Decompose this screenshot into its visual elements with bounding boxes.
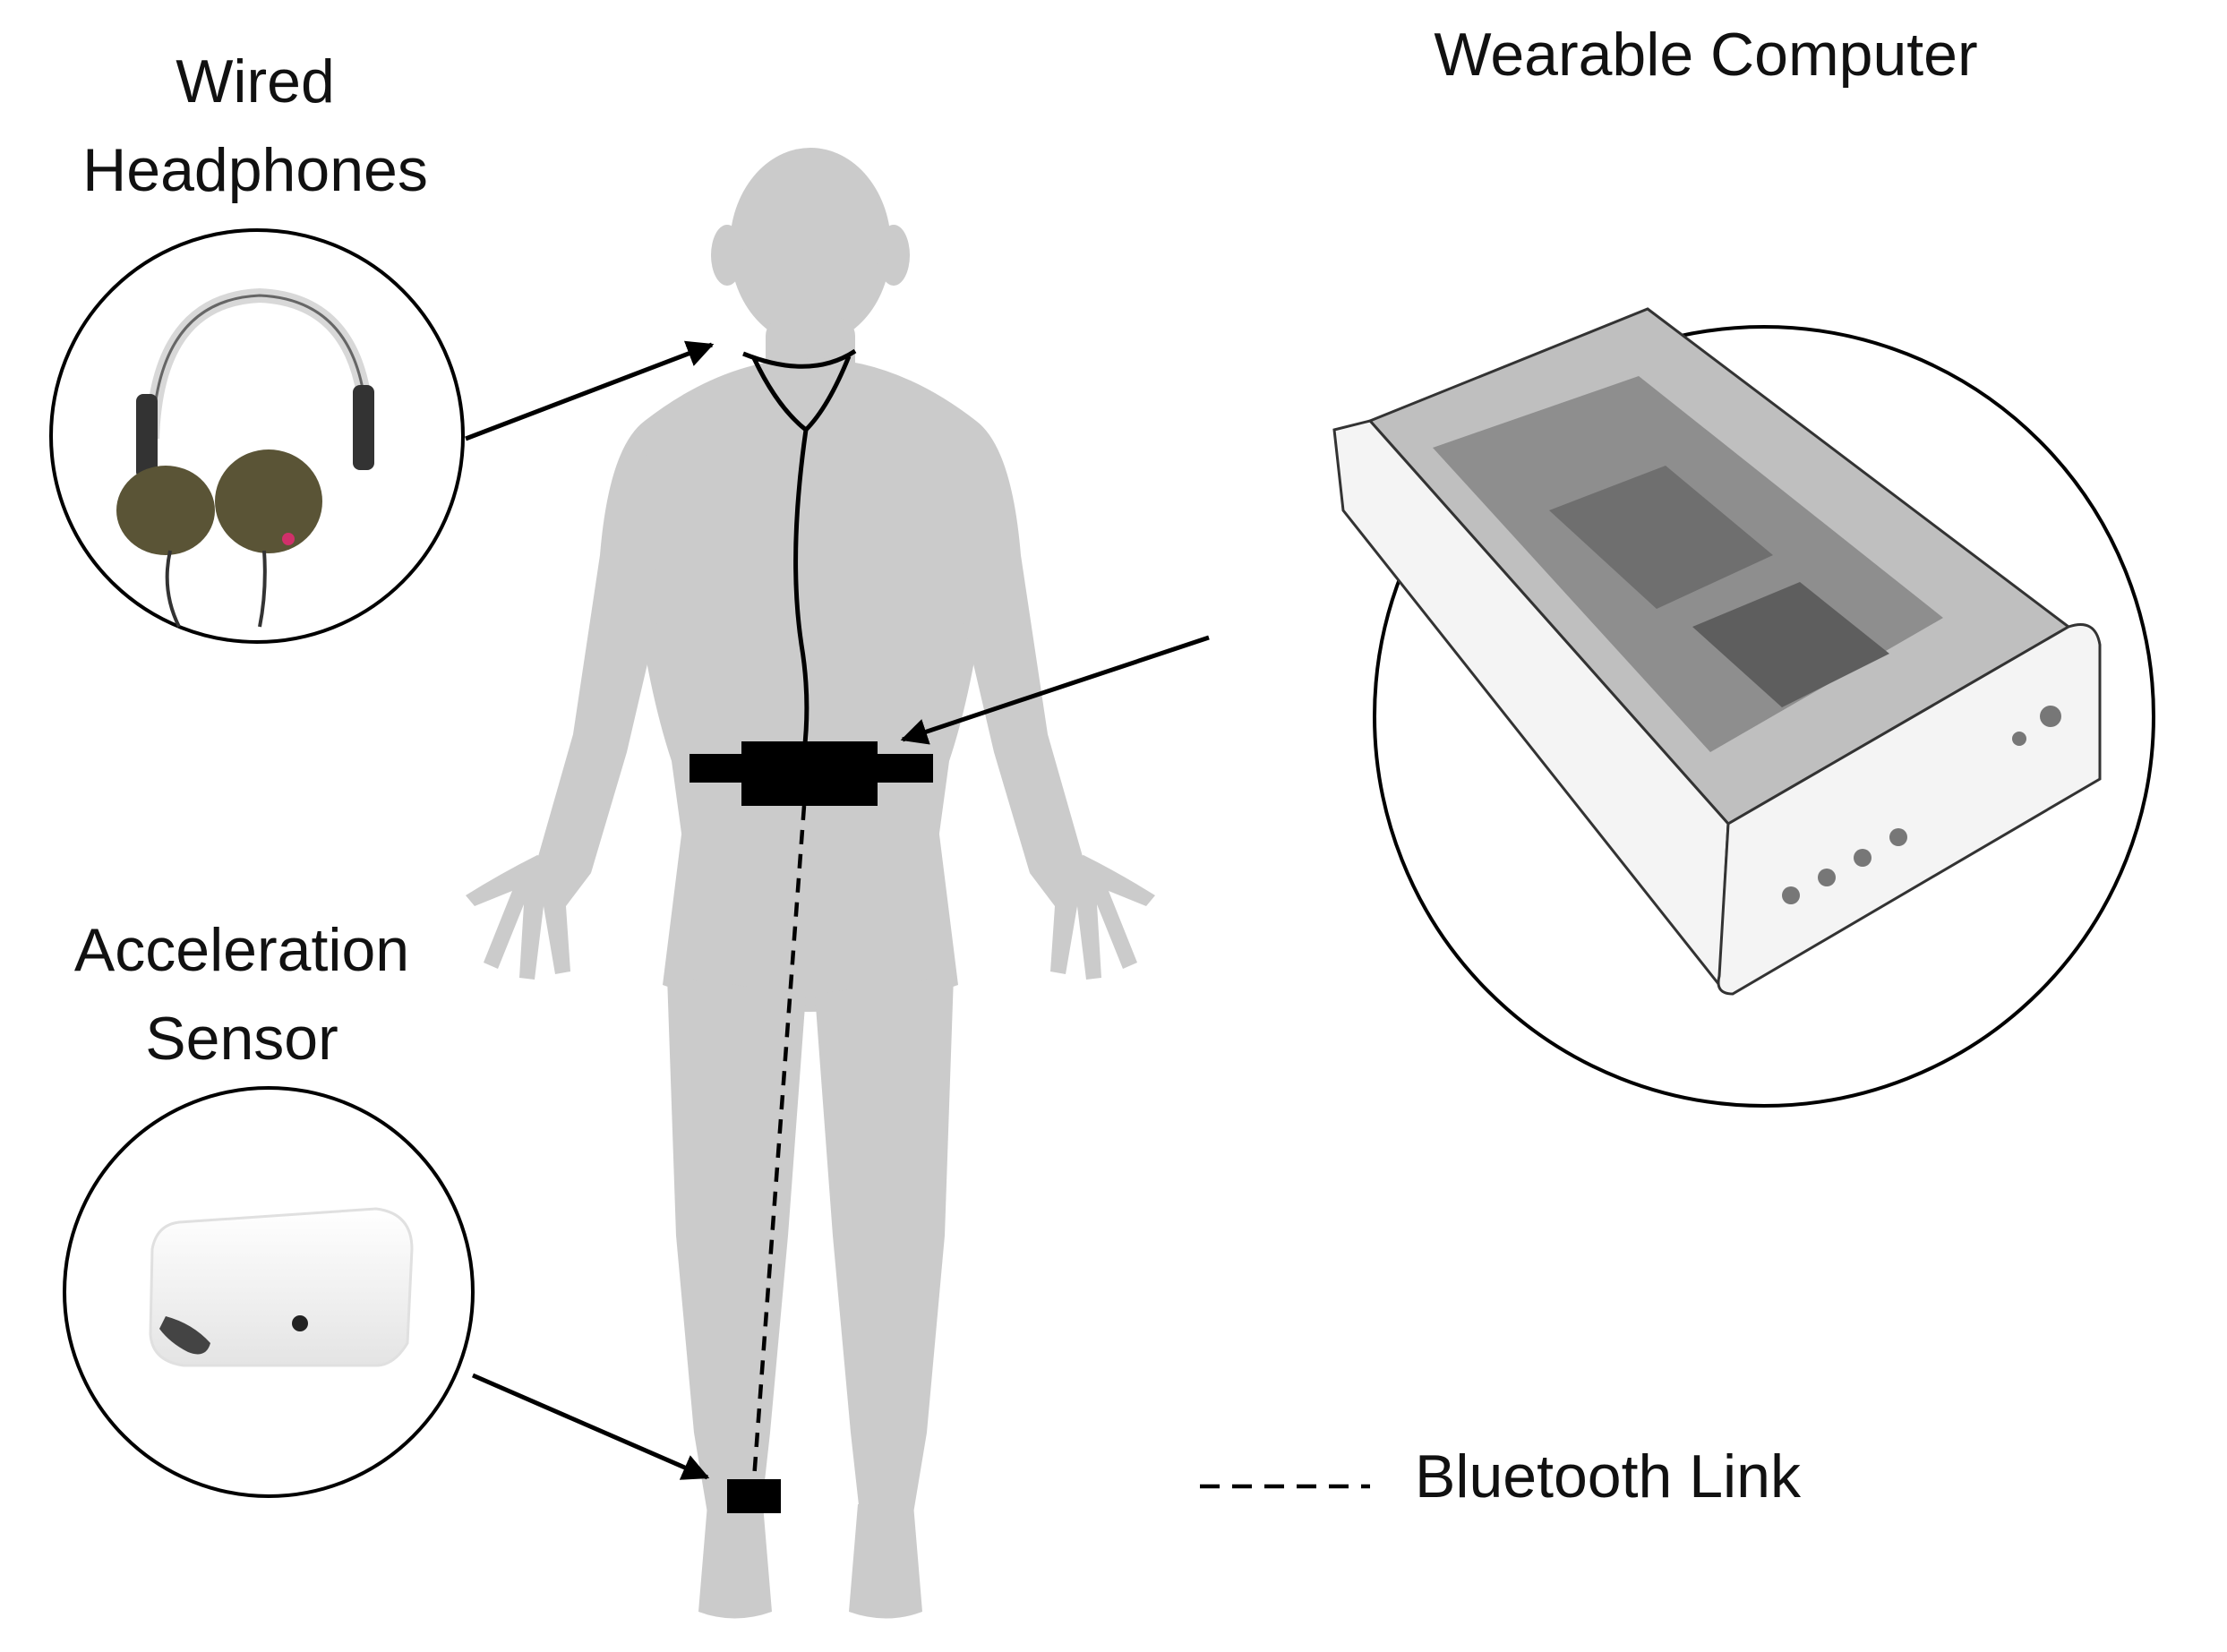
headphones-label-line2: Headphones bbox=[82, 135, 428, 204]
bluetooth-link-line bbox=[751, 805, 807, 1480]
computer-label: Wearable Computer bbox=[1383, 11, 2028, 99]
arrow-computer bbox=[900, 635, 1210, 745]
headphones-label-line1: Wired bbox=[176, 47, 335, 116]
headphones-circle bbox=[49, 228, 465, 644]
arrow-sensor bbox=[472, 1373, 710, 1480]
sensor-label: Acceleration Sensor bbox=[45, 906, 439, 1083]
human-figure-icon bbox=[466, 148, 1155, 1619]
computer-label-text: Wearable Computer bbox=[1434, 21, 1978, 89]
ankle-sensor-unit bbox=[727, 1479, 781, 1513]
sensor-label-line1: Acceleration bbox=[73, 916, 410, 984]
headphones-label: Wired Headphones bbox=[67, 38, 443, 214]
headphone-cable bbox=[742, 348, 857, 753]
legend-bluetooth-text: Bluetooth Link bbox=[1415, 1442, 1801, 1511]
acceleration-sensor-icon bbox=[149, 1207, 414, 1367]
arrow-headphones bbox=[465, 340, 715, 441]
wearable-computer-icon bbox=[1332, 307, 2102, 996]
wearable-computer-circle bbox=[1332, 307, 2155, 1108]
waist-computer-unit bbox=[741, 741, 878, 806]
sensor-circle bbox=[63, 1086, 475, 1498]
arrows bbox=[465, 340, 1210, 1480]
legend-bluetooth-label: Bluetooth Link bbox=[1415, 1433, 1801, 1521]
sensor-label-line2: Sensor bbox=[145, 1004, 338, 1073]
headphones-icon bbox=[116, 287, 374, 628]
